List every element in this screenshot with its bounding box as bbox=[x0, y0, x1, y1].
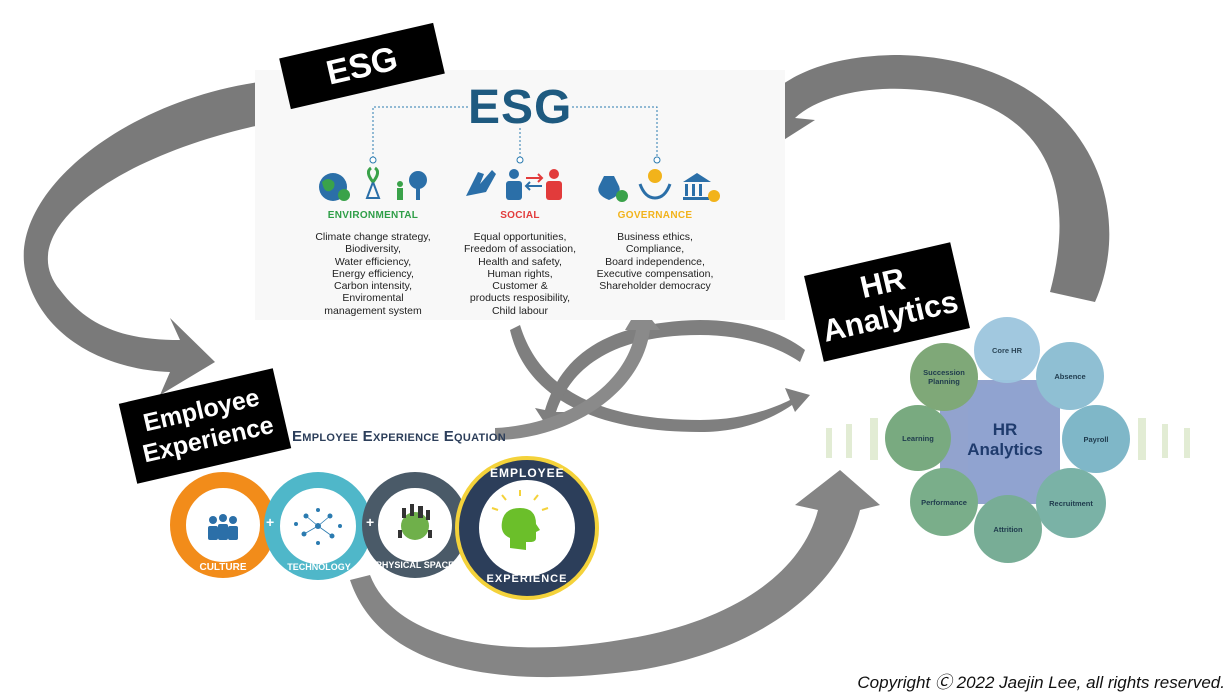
hr-center-label: HR Analytics bbox=[950, 420, 1060, 460]
arrow-esg-to-employee bbox=[23, 80, 285, 395]
hr-node-core-hr: Core HR bbox=[974, 317, 1040, 383]
list-item: Child labour bbox=[491, 304, 549, 317]
list-item: Enviromental bbox=[342, 292, 404, 305]
list-item: Climate change strategy, bbox=[315, 231, 431, 243]
social-title: SOCIAL bbox=[500, 210, 540, 221]
list-item: Energy efficiency, bbox=[332, 267, 414, 280]
list-item: Health and safety, bbox=[478, 255, 562, 268]
copyright-notice: Copyright Ⓒ 2022 Jaejin Lee, all rights … bbox=[857, 673, 1225, 692]
hr-node-recruitment: Recruitment bbox=[1036, 468, 1106, 538]
people-exchange-icon bbox=[506, 169, 562, 200]
hr-center-line2: Analytics bbox=[967, 440, 1043, 459]
arrow-hr-to-esg bbox=[745, 55, 1110, 302]
environmental-title: ENVIRONMENTAL bbox=[327, 210, 419, 221]
governance-items: Business ethics, Compliance, Board indep… bbox=[585, 231, 725, 292]
environmental-items: Climate change strategy, Biodiversity, W… bbox=[303, 231, 443, 317]
hr-node-payroll: Payroll bbox=[1062, 405, 1130, 473]
hr-node-performance: Performance bbox=[910, 468, 978, 536]
list-item: Business ethics, bbox=[617, 231, 693, 243]
globe-icon bbox=[319, 173, 350, 201]
list-item: Carbon intensity, bbox=[333, 280, 412, 293]
hr-center-line1: HR bbox=[992, 420, 1018, 439]
list-item: management system bbox=[324, 304, 422, 317]
list-item: Board independence, bbox=[605, 255, 705, 268]
money-bag-icon bbox=[598, 176, 628, 202]
hand-icon bbox=[466, 170, 496, 196]
list-item: Biodiversity, bbox=[345, 243, 401, 256]
technology-label: TECHNOLOGY bbox=[287, 562, 351, 572]
list-item: Shareholder democracy bbox=[599, 280, 711, 293]
list-item: products resposibility, bbox=[469, 292, 571, 305]
hr-node-succession-planning: Succession Planning bbox=[910, 343, 978, 411]
hr-node-attrition: Attrition bbox=[974, 495, 1042, 563]
list-item: Executive compensation, bbox=[596, 267, 714, 280]
arrow-hr-to-employee-mid bbox=[535, 320, 805, 428]
list-item: Human rights, bbox=[487, 267, 553, 280]
employee-label: EMPLOYEE bbox=[490, 466, 565, 480]
list-item: Water efficiency, bbox=[334, 255, 412, 268]
social-items: Equal opportunities, Freedom of associat… bbox=[450, 231, 590, 317]
plus-sign-2: + bbox=[366, 514, 375, 530]
hr-node-absence: Absence bbox=[1036, 342, 1104, 410]
hr-node-learning: Learning bbox=[885, 405, 951, 471]
culture-label: CULTURE bbox=[199, 562, 247, 573]
arrow-employee-to-hr bbox=[350, 470, 880, 678]
experience-label: EXPERIENCE bbox=[486, 573, 568, 585]
esg-panel-title: ESG bbox=[468, 81, 573, 134]
equation-title: Employee Experience Equation bbox=[292, 428, 507, 445]
list-item: Customer & bbox=[492, 280, 548, 293]
list-item: Freedom of association, bbox=[463, 243, 577, 256]
list-item: Compliance, bbox=[625, 243, 685, 256]
governance-title: GOVERNANCE bbox=[617, 210, 693, 221]
physical-space-label: PHYSICAL SPACE bbox=[375, 560, 455, 570]
plus-sign-1: + bbox=[266, 514, 275, 530]
flask-plant-icon bbox=[365, 166, 381, 199]
gear-hands-icon bbox=[638, 169, 672, 200]
person-tree-icon bbox=[397, 171, 427, 200]
list-item: Equal opportunities, bbox=[473, 231, 567, 243]
bank-icon bbox=[683, 173, 720, 202]
